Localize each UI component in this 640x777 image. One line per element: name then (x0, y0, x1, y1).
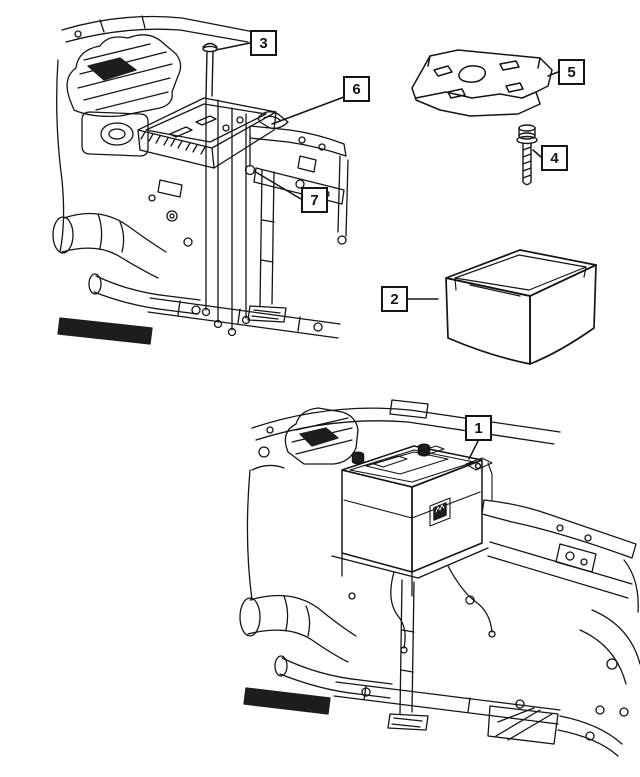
screw-illustration (202, 42, 218, 97)
battery-illustration (341, 443, 493, 573)
callout-6[interactable]: 6 (343, 76, 370, 102)
upper-engine-view (52, 15, 349, 345)
leader-lines (215, 42, 559, 460)
lower-engine-view (239, 399, 640, 757)
callout-6-label: 6 (352, 80, 361, 98)
callout-5[interactable]: 5 (558, 59, 585, 85)
callout-7-label: 7 (310, 191, 319, 209)
callout-3-label: 3 (259, 34, 268, 52)
callout-1[interactable]: 1 (465, 415, 492, 441)
tray-support-illustration (411, 49, 553, 117)
callout-1-label: 1 (474, 419, 483, 437)
callout-5-label: 5 (567, 63, 576, 81)
callout-7[interactable]: 7 (301, 187, 328, 213)
thermal-guard-illustration (445, 249, 597, 365)
mounting-bolt-illustration (516, 124, 538, 186)
callout-2[interactable]: 2 (381, 286, 408, 312)
callout-4-label: 4 (550, 149, 559, 167)
callout-3[interactable]: 3 (250, 30, 277, 56)
callout-2-label: 2 (390, 290, 399, 308)
callout-4[interactable]: 4 (541, 145, 568, 171)
